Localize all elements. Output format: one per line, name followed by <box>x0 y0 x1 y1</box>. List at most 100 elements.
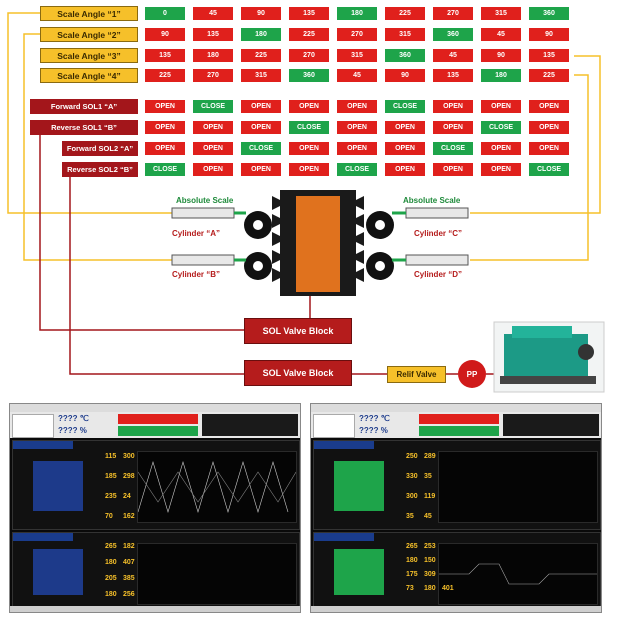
temp-readout: ???? ℃ <box>359 414 390 423</box>
window-titlebar <box>10 404 300 412</box>
value: 250 <box>406 453 418 460</box>
solenoid-label: Forward SOL1 “A” <box>30 99 138 114</box>
valve-state-cell: OPEN <box>288 99 330 114</box>
angle-cell: 135 <box>192 27 234 42</box>
sol-valve-block-2: SOL Valve Block <box>244 360 352 386</box>
angle-cell: 45 <box>336 68 378 83</box>
mode-button[interactable] <box>158 426 198 436</box>
cylinder-c-label: Cylinder “C” <box>414 229 463 238</box>
window-titlebar <box>311 404 601 412</box>
angle-cell: 270 <box>288 48 330 63</box>
mode-button[interactable] <box>459 414 499 424</box>
valve-state-cell: OPEN <box>336 99 378 114</box>
valve-state-cell: OPEN <box>288 141 330 156</box>
scale-angle-label: Scale Angle “1” <box>40 6 138 21</box>
logo <box>313 414 355 438</box>
angle-cell: 90 <box>480 48 522 63</box>
pp-pump: PP <box>458 360 486 388</box>
cycle-chart <box>137 451 297 523</box>
valve-state-cell: OPEN <box>288 162 330 177</box>
value: 235 <box>105 493 117 500</box>
valve-state-cell: OPEN <box>192 162 234 177</box>
solenoid-label: Reverse SOL1 “B” <box>30 120 138 135</box>
valve-state-cell: OPEN <box>480 162 522 177</box>
value: 180 <box>105 559 117 566</box>
value: 300 <box>406 493 418 500</box>
rack-gear-panel-2: 265 253 180 150 175 309 73 180 401 <box>313 532 601 608</box>
angle-cell: 45 <box>432 48 474 63</box>
angle-cell: 315 <box>336 48 378 63</box>
angle-cell: 360 <box>288 68 330 83</box>
cycle-chart <box>438 543 598 605</box>
value: 182 <box>123 543 135 550</box>
hmi-screenshot-2: ???? ℃ ???? % 250 289 330 35 300 119 35 … <box>310 403 602 613</box>
valve-state-cell: OPEN <box>384 162 426 177</box>
rack-gear-panel-1: 250 289 330 35 300 119 35 45 <box>313 440 601 530</box>
absolute-scale-label-left: Absolute Scale <box>176 196 234 205</box>
angle-cell: 180 <box>336 6 378 21</box>
value: 24 <box>123 493 131 500</box>
function-buttons[interactable] <box>202 414 298 436</box>
valve-state-cell: CLOSE <box>192 99 234 114</box>
mode-button[interactable] <box>118 414 158 424</box>
angle-cell: 135 <box>432 68 474 83</box>
value: 185 <box>105 473 117 480</box>
value: 150 <box>424 557 436 564</box>
pct-readout: ???? % <box>359 426 388 435</box>
scale-angle-label: Scale Angle “2” <box>40 27 138 42</box>
value: 265 <box>105 543 117 550</box>
angle-cell: 135 <box>144 48 186 63</box>
value: 180 <box>424 585 436 592</box>
valve-state-cell: OPEN <box>240 162 282 177</box>
cycle-chart <box>438 451 598 523</box>
valve-state-cell: CLOSE <box>480 120 522 135</box>
scale-angle-label: Scale Angle “4” <box>40 68 138 83</box>
angle-cell: 90 <box>144 27 186 42</box>
mode-button[interactable] <box>419 414 459 424</box>
valve-state-cell: OPEN <box>384 141 426 156</box>
valve-state-cell: OPEN <box>432 99 474 114</box>
valve-state-cell: CLOSE <box>240 141 282 156</box>
value: 35 <box>406 513 414 520</box>
angle-cell: 360 <box>432 27 474 42</box>
angle-cell: 270 <box>336 27 378 42</box>
mode-button[interactable] <box>118 426 158 436</box>
valve-state-cell: OPEN <box>240 120 282 135</box>
value: 309 <box>424 571 436 578</box>
valve-state-cell: OPEN <box>528 120 570 135</box>
mode-button[interactable] <box>419 426 459 436</box>
value: 298 <box>123 473 135 480</box>
valve-state-cell: CLOSE <box>336 162 378 177</box>
panel-header <box>13 533 73 541</box>
mode-button[interactable] <box>459 426 499 436</box>
angle-cell: 360 <box>384 48 426 63</box>
valve-state-cell: OPEN <box>480 141 522 156</box>
mode-button[interactable] <box>158 414 198 424</box>
value: 73 <box>406 585 414 592</box>
valve-state-cell: OPEN <box>144 99 186 114</box>
hmi-toolbar: ???? ℃ ???? % <box>311 412 601 438</box>
angle-cell: 90 <box>240 6 282 21</box>
sol-valve-block-1: SOL Valve Block <box>244 318 352 344</box>
angle-cell: 90 <box>528 27 570 42</box>
status-bar <box>311 606 601 612</box>
function-buttons[interactable] <box>503 414 599 436</box>
valve-state-cell: CLOSE <box>384 99 426 114</box>
absolute-scale-label-right: Absolute Scale <box>403 196 461 205</box>
rack-icon <box>33 461 83 511</box>
valve-state-cell: OPEN <box>528 99 570 114</box>
angle-cell: 225 <box>240 48 282 63</box>
value: 265 <box>406 543 418 550</box>
logo <box>12 414 54 438</box>
cylinder-b-label: Cylinder “B” <box>172 270 221 279</box>
cycle-chart <box>137 543 297 605</box>
value: 35 <box>424 473 432 480</box>
valve-state-cell: OPEN <box>336 120 378 135</box>
angle-cell: 135 <box>528 48 570 63</box>
valve-state-cell: CLOSE <box>432 141 474 156</box>
panel-header <box>13 441 73 449</box>
value: 401 <box>442 585 454 592</box>
rack-icon <box>334 461 384 511</box>
angle-cell: 225 <box>144 68 186 83</box>
valve-state-cell: OPEN <box>432 120 474 135</box>
